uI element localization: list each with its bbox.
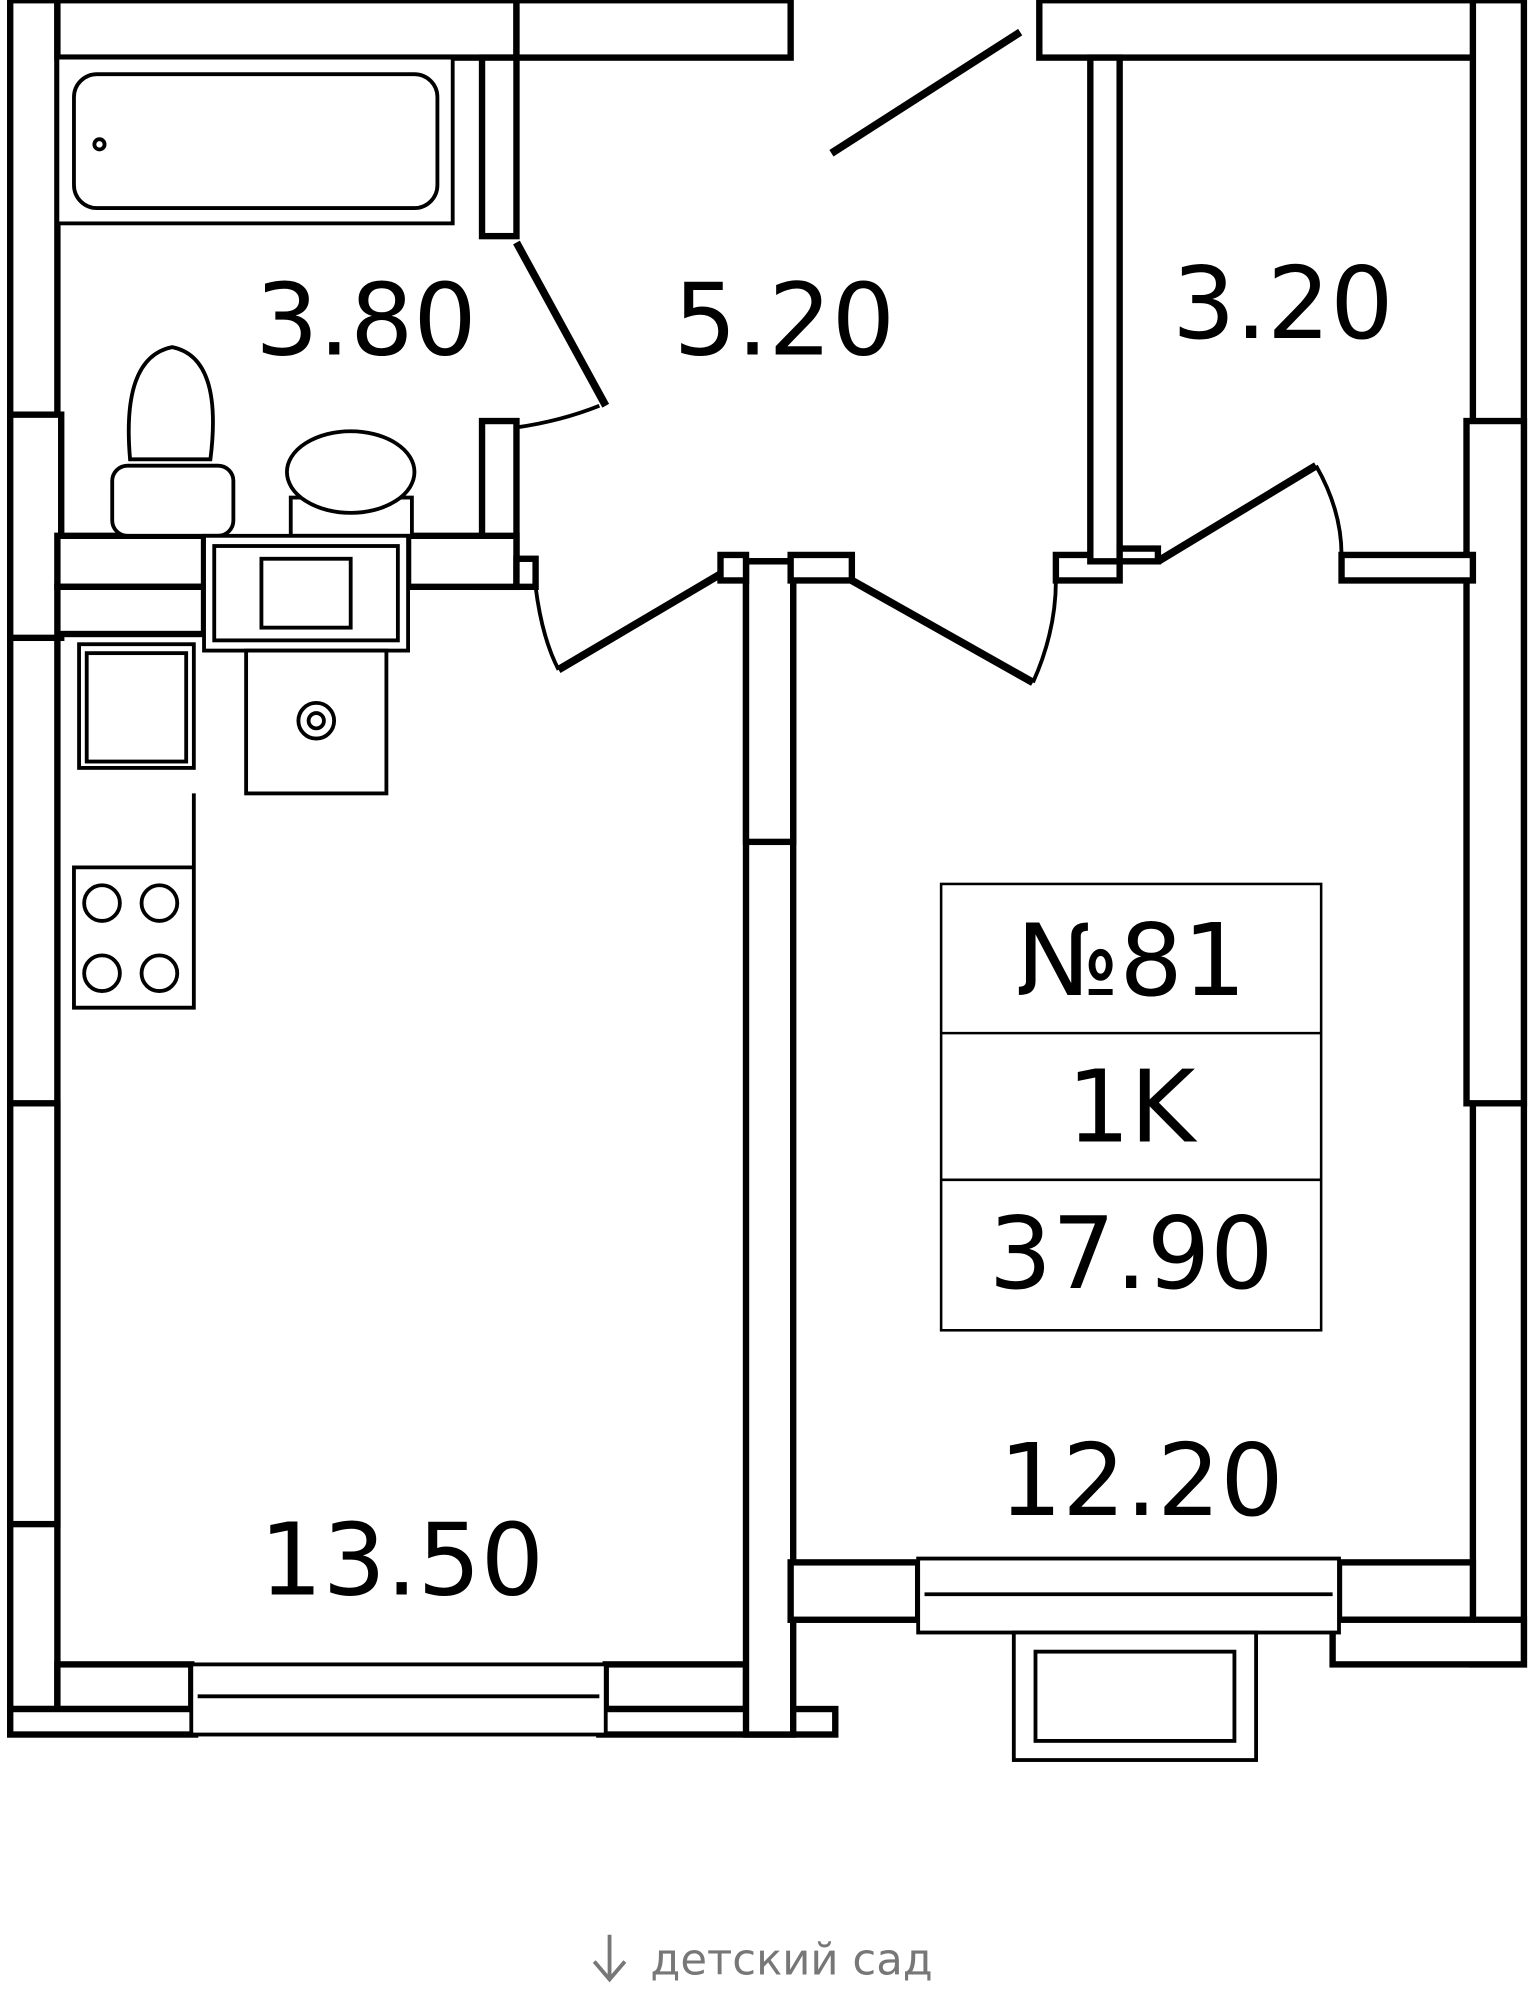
arrow-down-icon	[592, 1934, 627, 1983]
balcony	[1011, 1630, 1259, 1762]
room-area-closet: 3.20	[1172, 247, 1393, 362]
apartment-number: №81	[1016, 904, 1246, 1019]
room-area-bathroom: 3.80	[255, 264, 476, 379]
room-area-hallway: 5.20	[674, 264, 895, 379]
apartment-total-area: 37.90	[989, 1197, 1274, 1312]
info-box: №81 1K 37.90	[939, 882, 1323, 1332]
walls	[7, 0, 1528, 1738]
doors	[513, 28, 1344, 686]
room-area-kitchen: 13.50	[259, 1503, 544, 1618]
room-area-bedroom: 12.20	[999, 1424, 1284, 1539]
direction-label: детский сад	[650, 1935, 932, 1985]
apartment-type: 1K	[1067, 1051, 1198, 1166]
fixtures	[55, 55, 455, 1010]
